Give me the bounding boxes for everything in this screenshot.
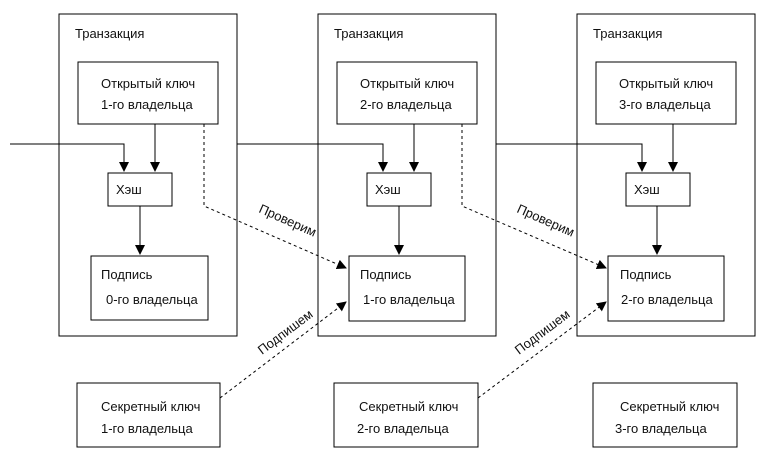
transaction-3-hash-box (625, 172, 691, 207)
transaction-3-public-key: Открытый ключ 3-го владельца (595, 61, 737, 125)
transaction-3-signature-line1: Подпись (620, 267, 672, 282)
chain-input-arrow-2 (237, 143, 388, 172)
transaction-2: Транзакция Открытый ключ 2-го владельца … (317, 13, 497, 337)
transaction-2-hash-label: Хэш (375, 182, 401, 197)
transaction-2-signature-line1: Подпись (360, 267, 412, 282)
secret-key-2-line2: 2-го владельца (357, 421, 449, 436)
secret-key-2-box (333, 382, 479, 448)
transaction-2-public-key: Открытый ключ 2-го владельца (336, 61, 478, 125)
transaction-3-signature-box (607, 255, 725, 322)
transaction-3-public-key-box (595, 61, 737, 125)
chain-connectors (10, 143, 647, 172)
secret-key-3-box (592, 382, 738, 448)
verify-arrow-2 (461, 124, 607, 270)
transaction-2-hash-box (366, 172, 432, 207)
transaction-1-public-key-line1: Открытый ключ (101, 76, 195, 91)
transaction-1-hash-box (107, 172, 173, 207)
transaction-1-public-key-line2: 1-го владельца (101, 97, 193, 112)
transaction-3-hash: Хэш (625, 172, 691, 207)
transaction-1-hash: Хэш (107, 172, 173, 207)
transaction-2-signature: Подпись 1-го владельца (348, 255, 466, 322)
transaction-1-public-key-box (77, 61, 219, 125)
transaction-3-hash-label: Хэш (634, 182, 660, 197)
transaction-2-public-key-line1: Открытый ключ (360, 76, 454, 91)
secret-key-1-box (76, 382, 221, 448)
transaction-1: Транзакция Открытый ключ 1-го владельца … (58, 13, 238, 337)
internal-arrows (135, 124, 678, 255)
transaction-3-public-key-line1: Открытый ключ (619, 76, 713, 91)
secret-key-3-line1: Секретный ключ (620, 399, 719, 414)
secret-key-1-line1: Секретный ключ (101, 399, 200, 414)
transaction-3-public-key-line2: 3-го владельца (619, 97, 711, 112)
secret-key-3-line2: 3-го владельца (615, 421, 707, 436)
transaction-1-signature: Подпись 0-го владельца (90, 255, 209, 321)
transaction-2-public-key-line2: 2-го владельца (360, 97, 452, 112)
sign-arrow-2 (477, 301, 607, 399)
transaction-3: Транзакция Открытый ключ 3-го владельца … (576, 13, 756, 337)
secret-key-3: Секретный ключ 3-го владельца (592, 382, 738, 448)
secret-key-1-line2: 1-го владельца (101, 421, 193, 436)
verify-label-1: Проверим (257, 201, 319, 240)
transaction-1-hash-label: Хэш (116, 182, 142, 197)
transaction-3-signature-line2: 2-го владельца (621, 292, 713, 307)
transaction-1-signature-line2: 0-го владельца (106, 292, 198, 307)
chain-input-arrow-1 (10, 143, 129, 172)
transaction-1-public-key: Открытый ключ 1-го владельца (77, 61, 219, 125)
transaction-1-title: Транзакция (75, 26, 144, 41)
secret-key-2-line1: Секретный ключ (359, 399, 458, 414)
transaction-2-signature-box (348, 255, 466, 322)
transaction-2-title: Транзакция (334, 26, 403, 41)
transaction-2-hash: Хэш (366, 172, 432, 207)
transaction-1-signature-box (90, 255, 209, 321)
verify-label-2: Проверим (515, 201, 577, 240)
sign-arrow-1 (219, 301, 347, 399)
transaction-3-signature: Подпись 2-го владельца (607, 255, 725, 322)
secret-key-2: Секретный ключ 2-го владельца (333, 382, 479, 448)
chain-input-arrow-3 (496, 143, 647, 172)
transaction-2-signature-line2: 1-го владельца (363, 292, 455, 307)
secret-key-1: Секретный ключ 1-го владельца (76, 382, 221, 448)
transaction-3-title: Транзакция (593, 26, 662, 41)
transaction-2-public-key-box (336, 61, 478, 125)
transaction-1-signature-line1: Подпись (101, 267, 153, 282)
